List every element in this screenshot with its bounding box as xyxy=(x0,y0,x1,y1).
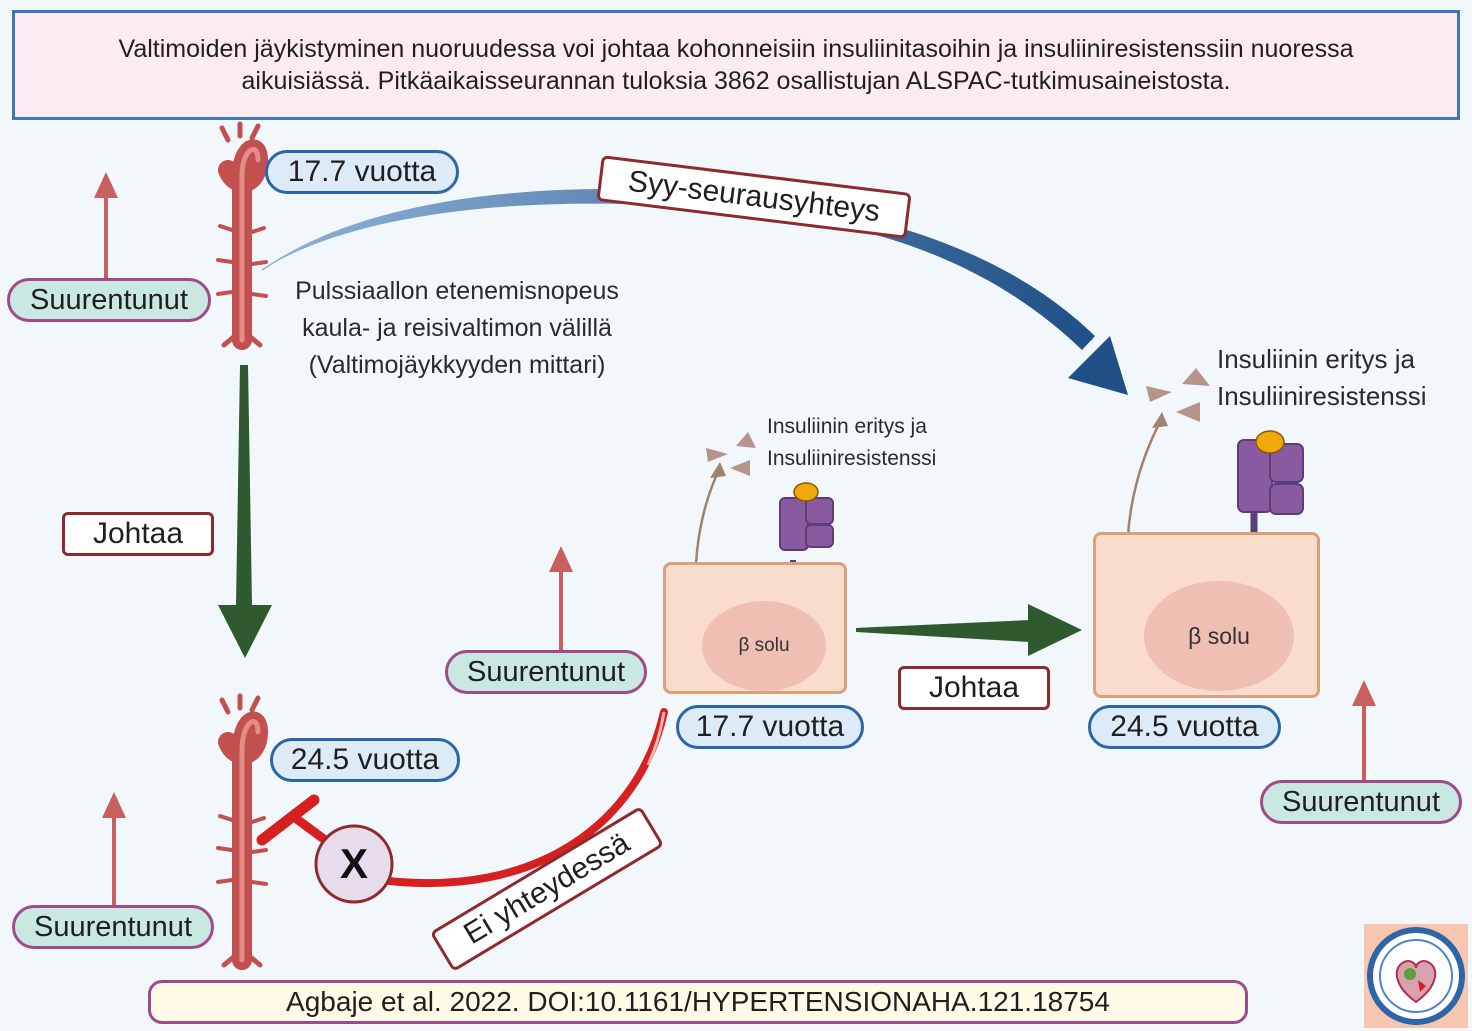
age-badge-cell-small: 17.7 vuotta xyxy=(676,705,864,749)
beta-cell-large-nucleus: β solu xyxy=(1144,581,1294,691)
increased-badge-artery-bottom: Suurentunut xyxy=(12,905,214,949)
age-badge-cell-large: 24.5 vuotta xyxy=(1088,705,1281,749)
insulin-label-large: Insuliinin eritys ja Insuliiniresistenss… xyxy=(1217,341,1427,415)
heart-logo-icon xyxy=(1367,927,1465,1025)
logo xyxy=(1364,924,1468,1028)
pwv-label: Pulssiaallon etenemisnopeus kaula- ja re… xyxy=(262,273,652,384)
pwv-label-line1: Pulssiaallon etenemisnopeus xyxy=(295,277,619,305)
increased-badge-cell-small: Suurentunut xyxy=(445,650,647,694)
beta-cell-small-label: β solu xyxy=(738,635,790,656)
leads-label-middle: Johtaa xyxy=(898,666,1050,710)
no-link-circle xyxy=(314,824,394,904)
title-text: Valtimoiden jäykistyminen nuoruudessa vo… xyxy=(118,35,1354,95)
up-arrow-artery-top xyxy=(94,172,118,278)
age-badge-artery-top: 17.7 vuotta xyxy=(265,150,459,194)
insulin-granules-small-icon xyxy=(706,432,756,476)
citation-text: Agbaje et al. 2022. DOI:10.1161/HYPERTEN… xyxy=(286,986,1110,1017)
increased-badge-artery-top: Suurentunut xyxy=(7,278,211,322)
insulin-receptor-large-icon xyxy=(1237,430,1304,578)
up-arrow-artery-bottom xyxy=(102,792,126,905)
insulin-label-large-line1: Insuliinin eritys ja xyxy=(1217,344,1415,374)
beta-cell-small: β solu xyxy=(663,562,847,694)
insulin-label-small: Insuliinin eritys ja Insuliiniresistenss… xyxy=(767,411,936,475)
beta-cell-large-label: β solu xyxy=(1188,622,1250,649)
insulin-label-small-line1: Insuliinin eritys ja xyxy=(767,415,927,438)
up-arrow-cell-small xyxy=(549,546,573,650)
insulin-label-large-line2: Insuliiniresistenssi xyxy=(1217,381,1427,411)
leads-arrow-horizontal xyxy=(856,604,1082,656)
increased-badge-cell-large: Suurentunut xyxy=(1260,780,1462,824)
age-badge-artery-bottom: 24.5 vuotta xyxy=(270,738,460,782)
up-arrow-cell-large xyxy=(1352,680,1376,780)
artery-bottom-icon xyxy=(216,693,269,970)
pwv-label-line3: (Valtimojäykkyyden mittari) xyxy=(308,351,606,379)
pwv-label-line2: kaula- ja reisivaltimon välillä xyxy=(302,314,612,342)
no-link-x-icon: X xyxy=(339,840,368,887)
insulin-granules-large-icon xyxy=(1146,368,1210,422)
leads-arrow-vertical xyxy=(218,365,272,658)
artery-top-icon xyxy=(216,121,269,350)
insulin-label-small-line2: Insuliiniresistenssi xyxy=(767,447,937,470)
citation-bar: Agbaje et al. 2022. DOI:10.1161/HYPERTEN… xyxy=(148,980,1248,1024)
beta-cell-small-nucleus: β solu xyxy=(702,601,826,691)
beta-cell-large: β solu xyxy=(1093,532,1320,698)
title-banner: Valtimoiden jäykistyminen nuoruudessa vo… xyxy=(12,10,1460,120)
leads-label-left: Johtaa xyxy=(62,512,214,556)
